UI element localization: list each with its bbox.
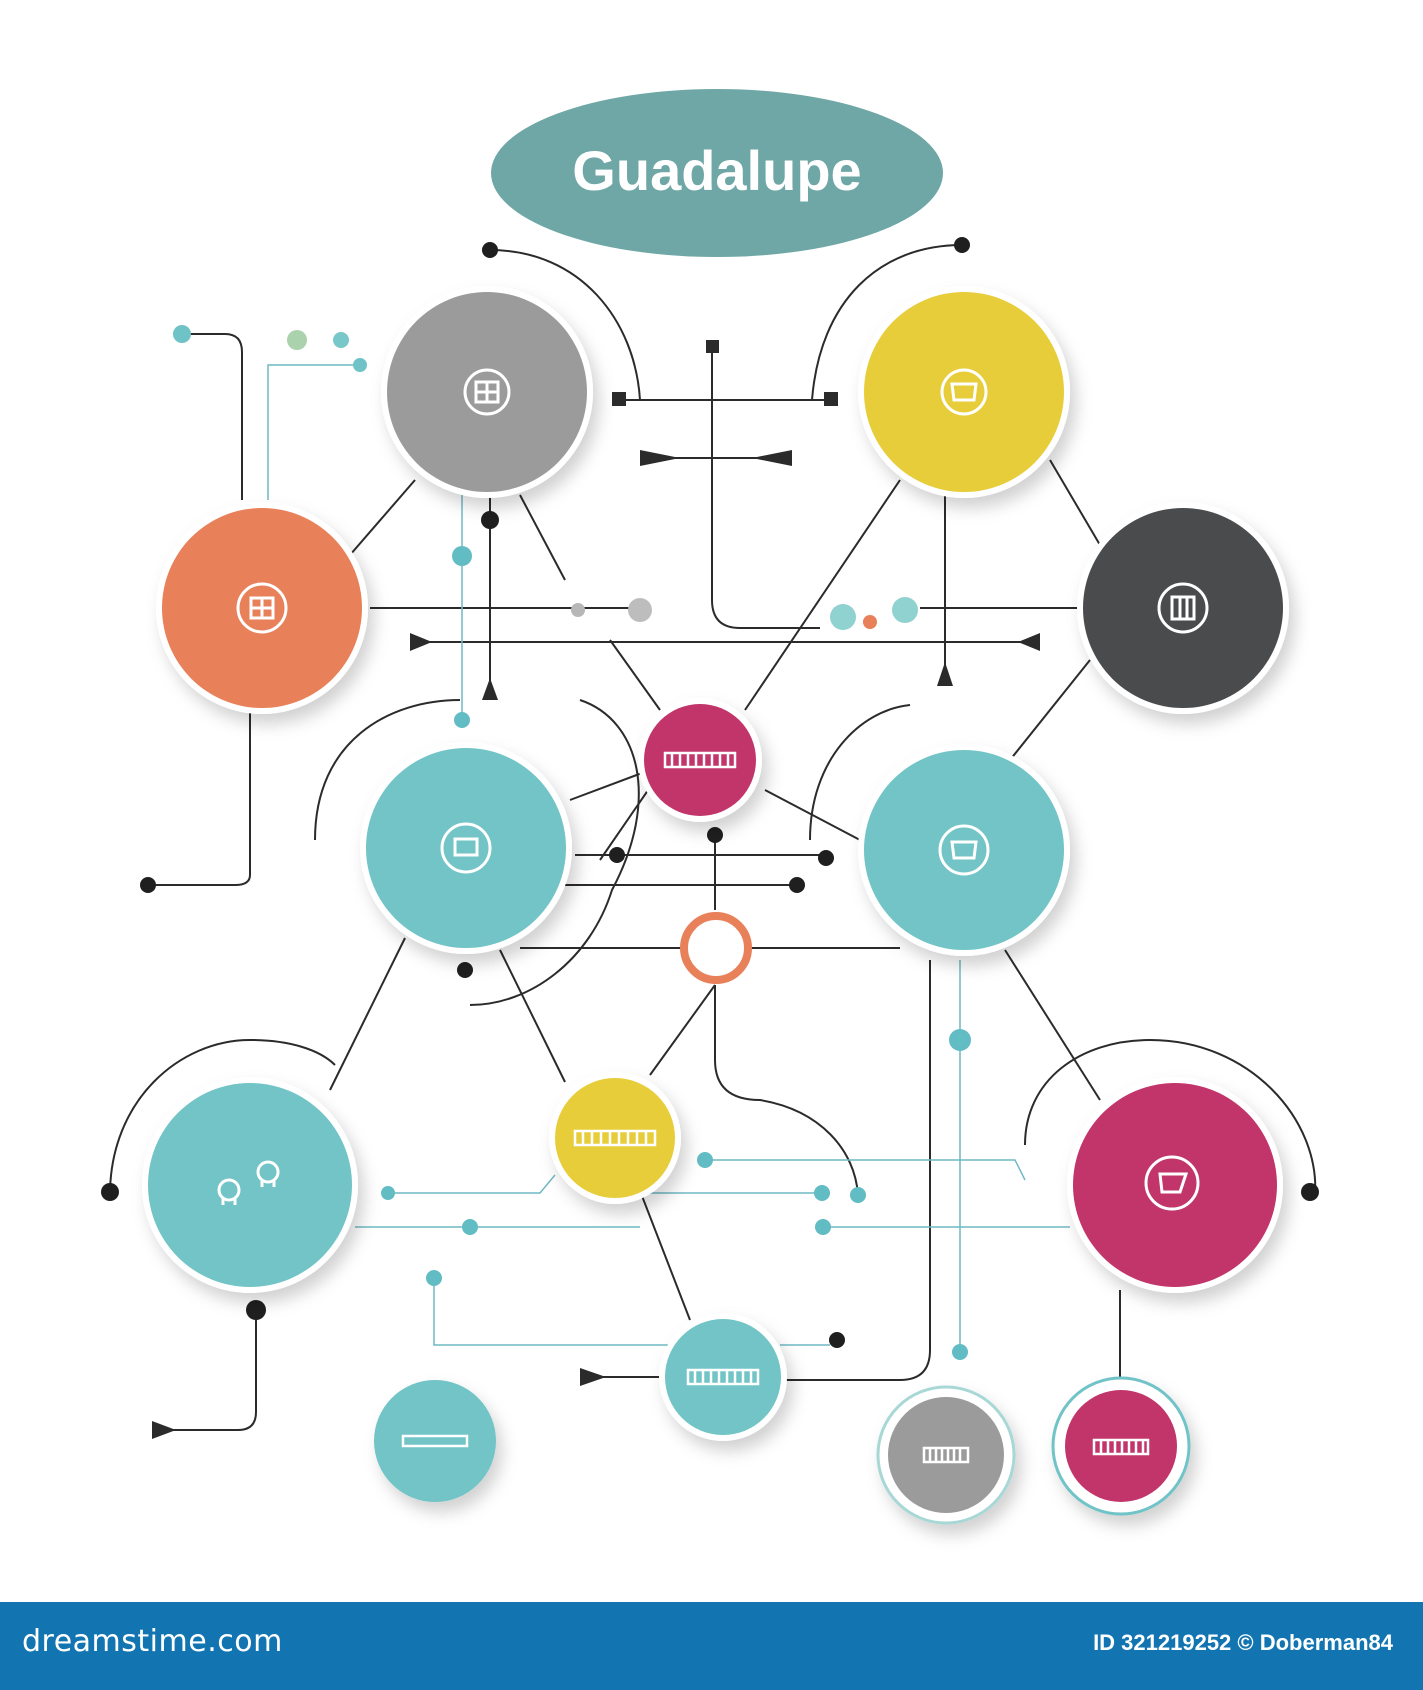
arrowheads bbox=[152, 340, 1040, 1439]
bar-icon bbox=[686, 1368, 760, 1386]
bar-icon bbox=[922, 1446, 970, 1464]
node-teal-mid-right bbox=[858, 744, 1070, 956]
box-icon bbox=[940, 368, 988, 416]
node-orange-ring bbox=[680, 912, 752, 984]
box-icon bbox=[938, 824, 990, 876]
node-teal-mid-left bbox=[360, 742, 572, 954]
diagram-title: Guadalupe bbox=[572, 139, 861, 202]
node-teal-bottom-center bbox=[659, 1313, 787, 1441]
thin-connector-lines bbox=[267, 364, 1070, 1350]
node-magenta-center bbox=[638, 698, 762, 822]
grid-icon bbox=[463, 368, 511, 416]
bar-icon bbox=[1092, 1438, 1150, 1456]
node-yellow-lower bbox=[549, 1072, 681, 1204]
title-badge: Guadalupe bbox=[491, 89, 943, 257]
node-teal-lower-left bbox=[142, 1077, 358, 1293]
footer-credit: ID 321219252 © Doberman84 bbox=[1093, 1630, 1393, 1655]
bar-icon bbox=[401, 1434, 469, 1448]
node-dark-right bbox=[1077, 502, 1289, 714]
flow-diagram: Guadalupe bbox=[101, 89, 1319, 1525]
connector-lines bbox=[109, 244, 1317, 1431]
grid-icon bbox=[1157, 582, 1209, 634]
bar-icon bbox=[573, 1129, 657, 1147]
node-gray-bottom bbox=[876, 1385, 1016, 1525]
bar-icon bbox=[663, 751, 737, 769]
pins-icon bbox=[217, 1160, 280, 1205]
watermark-footer: dreamstime.com ID 321219252 © Doberman84 bbox=[0, 1602, 1423, 1690]
node-yellow-top bbox=[858, 286, 1070, 498]
endpoint-dots bbox=[101, 237, 1319, 1360]
grid-icon bbox=[236, 582, 288, 634]
node-magenta-lower-right bbox=[1067, 1077, 1283, 1293]
box-icon bbox=[1144, 1155, 1200, 1211]
node-teal-bottom-left bbox=[374, 1380, 496, 1502]
box-icon bbox=[440, 822, 492, 874]
footer-brand: dreamstime.com bbox=[22, 1624, 283, 1659]
